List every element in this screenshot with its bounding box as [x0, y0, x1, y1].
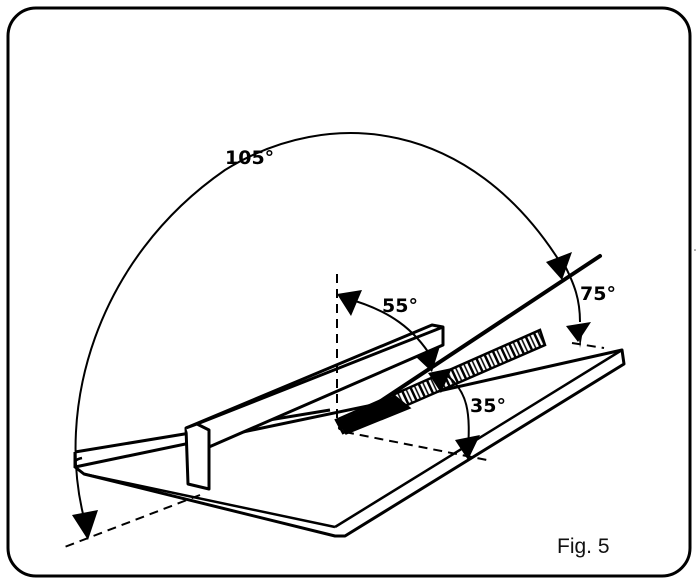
electrode [336, 254, 602, 435]
angle-label-55: 55° [382, 295, 418, 317]
arrowheads [72, 252, 591, 540]
scan-speck [694, 249, 696, 251]
arrowhead-35-bottom [455, 435, 480, 460]
arrowhead-105-bottom [72, 510, 98, 540]
angle-label-105: 105° [225, 147, 274, 169]
figure-frame [6, 6, 692, 578]
arrowhead-105-top [546, 252, 572, 280]
angle-label-35: 35° [470, 395, 506, 417]
angle-label-75: 75° [580, 283, 616, 305]
arrowhead-35-top [428, 368, 452, 393]
arrowhead-55-top [337, 290, 362, 316]
vertical-plate [184, 323, 445, 491]
arrowhead-75-tick [578, 330, 583, 348]
figure-caption: Fig. 5 [557, 535, 610, 558]
arrowhead-55-bottom [415, 346, 440, 372]
